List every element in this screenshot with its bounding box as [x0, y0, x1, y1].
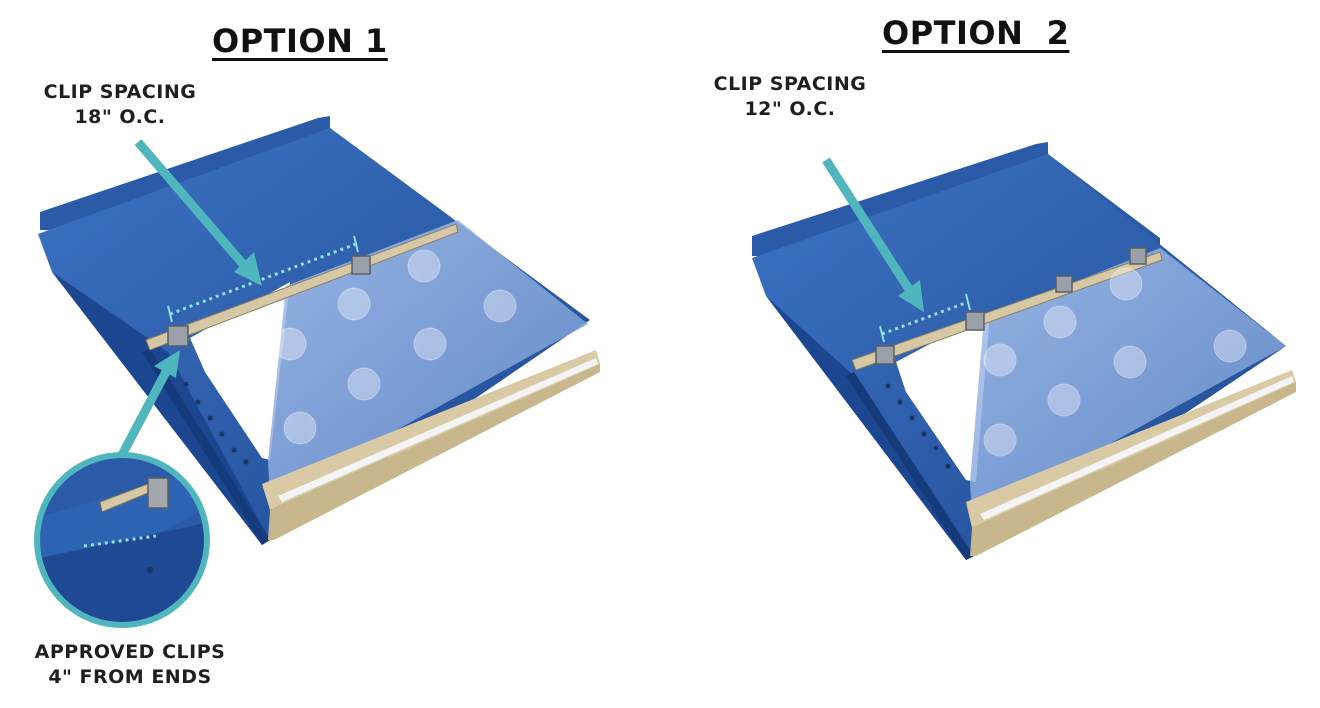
option1-white-trim — [278, 358, 598, 502]
option1-pointer-arrow — [134, 139, 252, 273]
option1-fasteners — [183, 381, 249, 465]
option2-title: OPTION 2 — [882, 14, 1070, 52]
option1-watermark-logos — [215, 249, 517, 445]
option2-watermark-logos — [915, 267, 1247, 457]
option2-clip-spacing-line1: CLIP SPACING — [713, 73, 867, 95]
option1-wood-strip-face — [268, 364, 600, 540]
option2-left-fold — [766, 296, 974, 560]
option2-white-trim — [980, 376, 1294, 520]
option1-front-edge — [142, 348, 270, 545]
option2-front-edge — [846, 372, 974, 560]
option2-pointer-arrow — [822, 157, 916, 297]
option1-spacing-dotted-line — [169, 242, 357, 316]
option1-approved-line2: 4" FROM ENDS — [48, 666, 212, 688]
option1-clip-spacing-line2: 18" O.C. — [74, 106, 166, 128]
option2-fasteners — [885, 383, 951, 469]
option2-clip-spacing-line2: 12" O.C. — [744, 98, 836, 120]
option2-white-area — [896, 312, 990, 482]
option1-clip-1 — [167, 325, 189, 347]
option2-clip-3 — [1055, 275, 1073, 293]
option2-panel — [752, 142, 1296, 560]
option2-clip-spacing-label: CLIP SPACING 12" O.C. — [698, 72, 882, 122]
option2-protective-film — [970, 248, 1286, 520]
option1-left-fold — [52, 272, 270, 545]
option1-clip-2 — [351, 255, 371, 275]
option1-clip-spacing-line1: CLIP SPACING — [43, 81, 197, 103]
option2-wood-strip-face — [970, 382, 1296, 556]
option2-spacing-dotted-line — [881, 300, 969, 336]
option1-clip-spacing-label: CLIP SPACING 18" O.C. — [30, 80, 210, 130]
option1-detail-callout — [34, 452, 210, 628]
option2-clip-4 — [1129, 247, 1147, 265]
option2-clip-2 — [965, 311, 985, 331]
option2-clip-1 — [875, 345, 895, 365]
option1-approved-clips-label: APPROVED CLIPS 4" FROM ENDS — [20, 640, 240, 690]
option1-protective-film — [268, 220, 588, 500]
option1-approved-line1: APPROVED CLIPS — [34, 641, 226, 663]
option1-panel — [38, 116, 600, 545]
option1-title: OPTION 1 — [212, 22, 388, 60]
option1-white-area — [190, 282, 290, 460]
